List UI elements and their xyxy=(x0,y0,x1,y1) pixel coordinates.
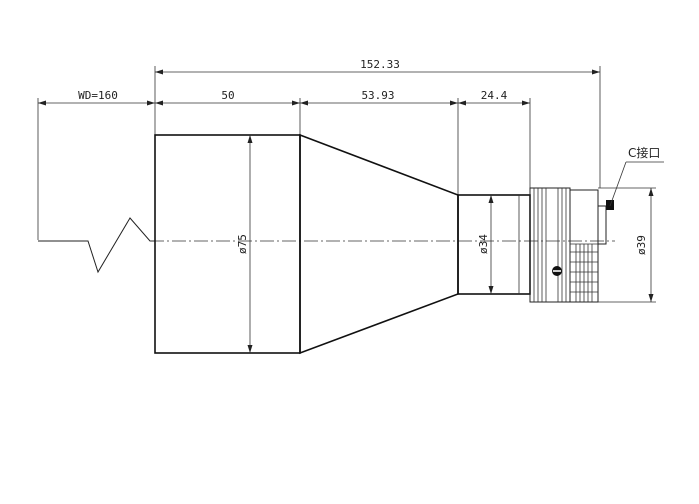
arrow-left xyxy=(300,100,308,106)
arrow-left xyxy=(155,69,163,75)
arrow-right xyxy=(147,100,155,106)
dimension-taper-label: 53.93 xyxy=(361,89,394,102)
arrow-bottom xyxy=(488,286,494,294)
focus-ring xyxy=(529,187,571,303)
arrow-bottom xyxy=(648,294,654,302)
dimension-rear-length: 24.4 xyxy=(458,89,530,106)
dimension-front-label: 50 xyxy=(221,89,234,102)
dimension-overall-label: 152.33 xyxy=(360,58,400,71)
arrow-top xyxy=(648,188,654,196)
dimension-taper-length: 53.93 xyxy=(300,89,458,106)
dimension-front-length: 50 xyxy=(155,89,300,106)
front-barrel xyxy=(154,134,301,354)
dimension-wd-label: WD=160 xyxy=(78,89,118,102)
focus-ring-group xyxy=(529,187,571,303)
arrow-bottom xyxy=(247,345,253,353)
arrow-left xyxy=(38,100,46,106)
c-mount-callout: C接口 xyxy=(609,145,664,207)
dimension-rear-diameter-label: ø34 xyxy=(477,234,490,254)
dimension-front-diameter: ø75 xyxy=(236,135,253,353)
dimension-working-distance: WD=160 xyxy=(38,89,155,106)
arrow-left xyxy=(155,100,163,106)
extension-lines xyxy=(37,66,601,240)
tapered-section xyxy=(299,133,459,355)
break-zigzag xyxy=(38,217,155,274)
arrow-top xyxy=(488,195,494,203)
arrow-left xyxy=(458,100,466,106)
arrow-right xyxy=(450,100,458,106)
lock-screw-icon xyxy=(552,266,562,276)
dimension-overall: 152.33 xyxy=(155,58,600,75)
c-mount-label: C接口 xyxy=(628,145,660,160)
lens-body xyxy=(154,133,614,355)
knurled-ring xyxy=(569,189,599,303)
callout-leader xyxy=(609,161,627,207)
dimension-front-diameter-label: ø75 xyxy=(236,234,249,254)
dimension-rear-diameter: ø34 xyxy=(477,195,494,294)
c-mount-flange xyxy=(597,205,607,245)
c-mount-thread xyxy=(597,200,614,245)
dimension-mount-diameter-label: ø39 xyxy=(635,235,648,255)
arrow-right xyxy=(292,100,300,106)
dimension-mount-diameter: ø39 xyxy=(598,187,656,303)
arrow-right xyxy=(592,69,600,75)
working-distance-break-line xyxy=(38,217,155,274)
dimension-rear-label: 24.4 xyxy=(481,89,508,102)
arrow-right xyxy=(522,100,530,106)
arrow-top xyxy=(247,135,253,143)
